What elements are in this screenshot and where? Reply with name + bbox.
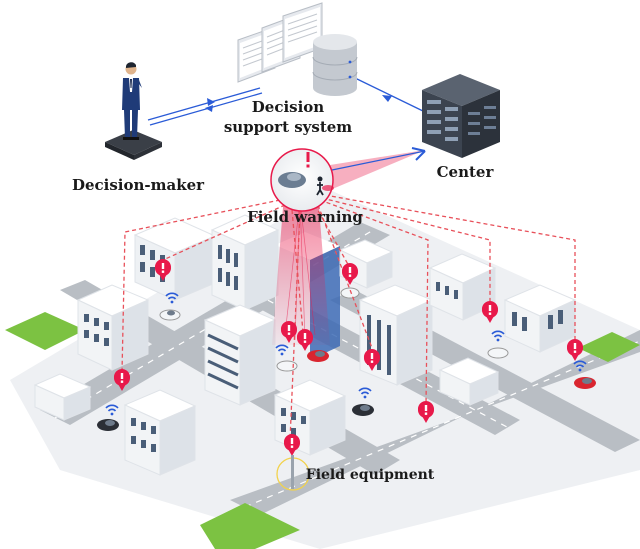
car-icon [159, 309, 181, 321]
grass-left [5, 312, 85, 350]
car-icon [97, 419, 119, 431]
server-rack-icon [422, 74, 500, 158]
decision-support-label-line2: support system [224, 118, 352, 136]
car-icon [574, 377, 596, 389]
car-icon [307, 350, 329, 362]
decision-support-system-illustration [237, 2, 358, 96]
car-icon [352, 404, 374, 416]
field-equipment-label: Field equipment [306, 467, 435, 483]
grass-bottom [200, 503, 300, 549]
car-icon [340, 287, 360, 299]
database-icon [312, 34, 358, 96]
car-icon [276, 360, 298, 372]
monitor-icon [282, 2, 323, 63]
field-warning-label: Field warning [247, 208, 363, 226]
decision-maker-figure [105, 62, 162, 160]
field-equipment-pole [291, 455, 294, 489]
pedestrian-icon [316, 176, 324, 196]
road-lower [230, 330, 640, 515]
decision-support-label-line1: Decision [252, 98, 325, 116]
field-warning-bubble [270, 147, 426, 212]
data-flow-arrows [205, 95, 392, 112]
grass-right [578, 332, 640, 362]
data-flow-lines [147, 77, 426, 126]
warning-beam [272, 195, 330, 345]
car-icon [278, 172, 306, 188]
center-label: Center [437, 163, 495, 181]
exclamation-mark-icon [306, 152, 310, 168]
decision-maker-label: Decision-maker [72, 176, 205, 194]
car-icon [487, 347, 509, 359]
vehicles [97, 287, 596, 431]
